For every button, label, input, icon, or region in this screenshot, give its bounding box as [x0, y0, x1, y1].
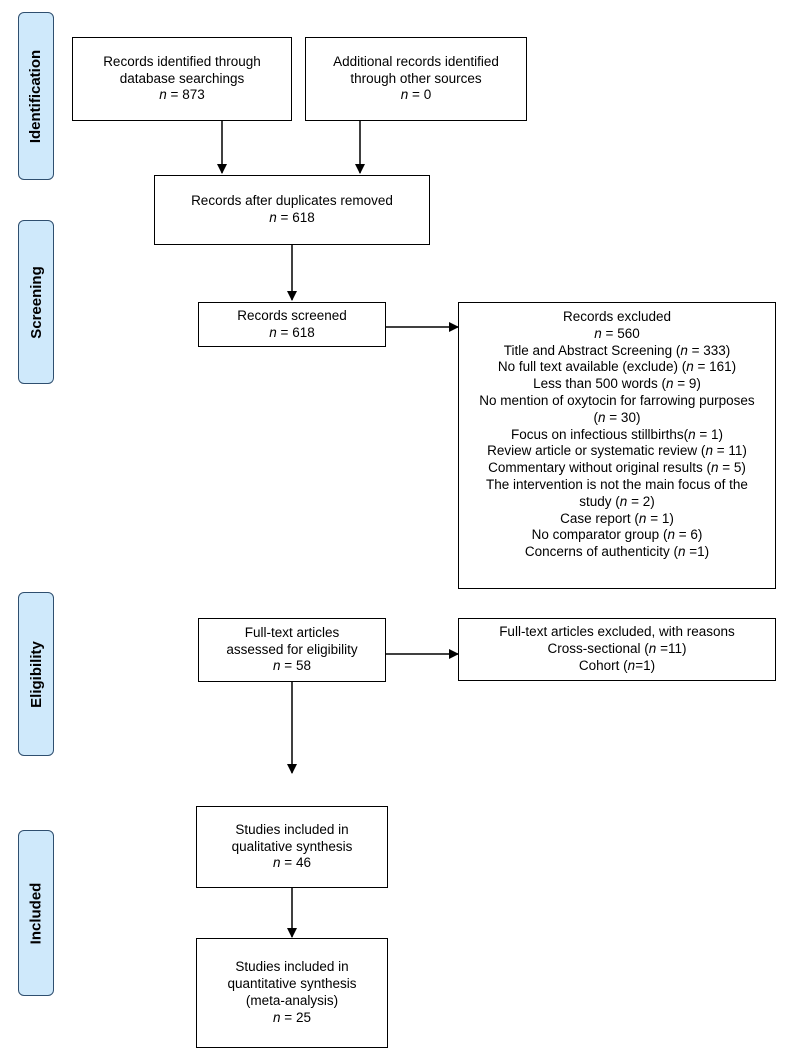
box-other-sources: Additional records identified through ot… — [305, 37, 527, 121]
reason-line: Less than 500 words (n = 9) — [533, 376, 701, 392]
box-fulltext-assessed: Full-text articles assessed for eligibil… — [198, 618, 386, 682]
reason-line: Case report (n = 1) — [560, 510, 674, 526]
fulltext-line-1: Full-text articles — [244, 624, 340, 640]
excluded-title: Records excluded — [562, 309, 672, 324]
screened-line-1: Records screened — [237, 307, 347, 323]
box-records-excluded: Records excluded n = 560 Title and Abstr… — [458, 302, 776, 589]
box-records-screened: Records screened n = 618 — [198, 302, 386, 347]
database-count: n = 873 — [159, 87, 205, 103]
box-qualitative-synthesis: Studies included in qualitative synthesi… — [196, 806, 388, 888]
stage-identification: Identification — [18, 12, 54, 180]
after-duplicates-line-1: Records after duplicates removed — [191, 193, 393, 209]
reason-line: Title and Abstract Screening (n = 333) — [503, 342, 731, 358]
reason-line: (n = 30) — [593, 409, 641, 425]
reason-line: Cohort (n=1) — [578, 657, 656, 673]
excluded-reasons-list: Title and Abstract Screening (n = 333)No… — [479, 343, 754, 561]
box-database-records: Records identified through database sear… — [72, 37, 292, 121]
box-after-duplicates: Records after duplicates removed n = 618 — [154, 175, 430, 245]
database-line-1: Records identified through — [103, 53, 261, 69]
reason-line: Concerns of authenticity (n =1) — [524, 544, 710, 560]
box-fulltext-excluded: Full-text articles excluded, with reason… — [458, 618, 776, 681]
other-sources-line-1: Additional records identified — [333, 53, 499, 69]
reason-line: No mention of oxytocin for farrowing pur… — [479, 392, 755, 408]
fulltext-line-2: assessed for eligibility — [226, 641, 358, 657]
reason-line: Cross-sectional (n =11) — [547, 641, 687, 657]
stage-screening: Screening — [18, 220, 54, 384]
reason-line: Commentary without original results (n =… — [488, 460, 746, 476]
quantitative-line-2: quantitative synthesis — [227, 976, 357, 992]
qualitative-line-2: qualitative synthesis — [231, 838, 353, 854]
fulltext-excluded-title: Full-text articles excluded, with reason… — [499, 624, 735, 640]
fulltext-count: n = 58 — [273, 658, 311, 674]
reason-line: Review article or systematic review (n =… — [487, 443, 747, 459]
other-sources-count: n = 0 — [400, 87, 432, 103]
qualitative-line-1: Studies included in — [235, 821, 349, 837]
reason-line: Focus on infectious stillbirths(n = 1) — [511, 426, 723, 442]
reason-line: No full text available (exclude) (n = 16… — [497, 359, 737, 375]
quantitative-count: n = 25 — [273, 1009, 311, 1025]
other-sources-line-2: through other sources — [350, 70, 482, 86]
quantitative-line-1: Studies included in — [235, 959, 349, 975]
reason-line: No comparator group (n = 6) — [531, 527, 703, 543]
reason-line: The intervention is not the main focus o… — [486, 476, 748, 492]
reason-line: study (n = 2) — [579, 493, 655, 509]
screened-count: n = 618 — [269, 324, 315, 340]
fulltext-excluded-reasons-list: Cross-sectional (n =11)Cohort (n=1) — [548, 641, 687, 675]
after-duplicates-count: n = 618 — [269, 210, 315, 225]
box-quantitative-synthesis: Studies included in quantitative synthes… — [196, 938, 388, 1048]
qualitative-count: n = 46 — [273, 855, 311, 871]
excluded-count: n = 560 — [594, 325, 640, 341]
stage-eligibility: Eligibility — [18, 592, 54, 756]
stage-included: Included — [18, 830, 54, 996]
quantitative-line-3: (meta-analysis) — [245, 993, 339, 1008]
database-line-2: database searchings — [119, 70, 245, 86]
